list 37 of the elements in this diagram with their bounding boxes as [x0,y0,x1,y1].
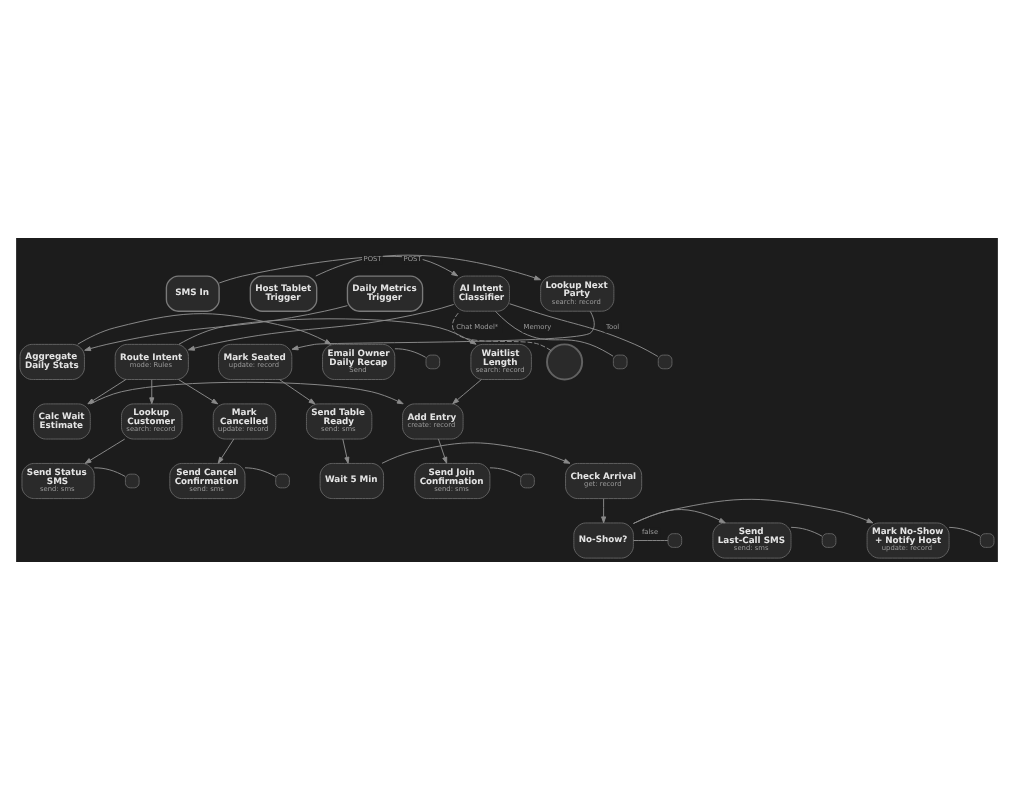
arrow [291,310,595,351]
arrow [89,381,404,405]
node-box [425,354,441,370]
connector [93,467,126,477]
arrow [84,305,348,352]
arrow [342,438,350,464]
connector [394,348,427,358]
arrow [87,379,127,405]
connector [509,303,659,357]
connector [632,540,669,541]
connector [790,526,823,537]
arrow [381,442,571,464]
node-circle [546,343,584,381]
node-box [612,354,628,370]
node-box [979,533,995,548]
connector [244,467,276,477]
node-box [667,533,683,548]
arrow [438,438,448,464]
arrow [84,438,126,464]
node-box [124,473,140,489]
connector [489,467,521,477]
arrow [178,318,477,345]
arrow [217,438,235,464]
connector [948,526,981,537]
arrow [632,498,874,524]
node-box [520,473,535,489]
node-box [275,473,290,489]
arrow [601,498,607,524]
node-box [821,533,837,548]
arrow [178,379,219,405]
node-box [657,354,673,370]
arrow [187,304,455,351]
arrow [77,313,332,345]
connector [495,310,614,357]
arrow [149,379,155,405]
arrow [452,379,482,405]
arrow [279,379,316,405]
